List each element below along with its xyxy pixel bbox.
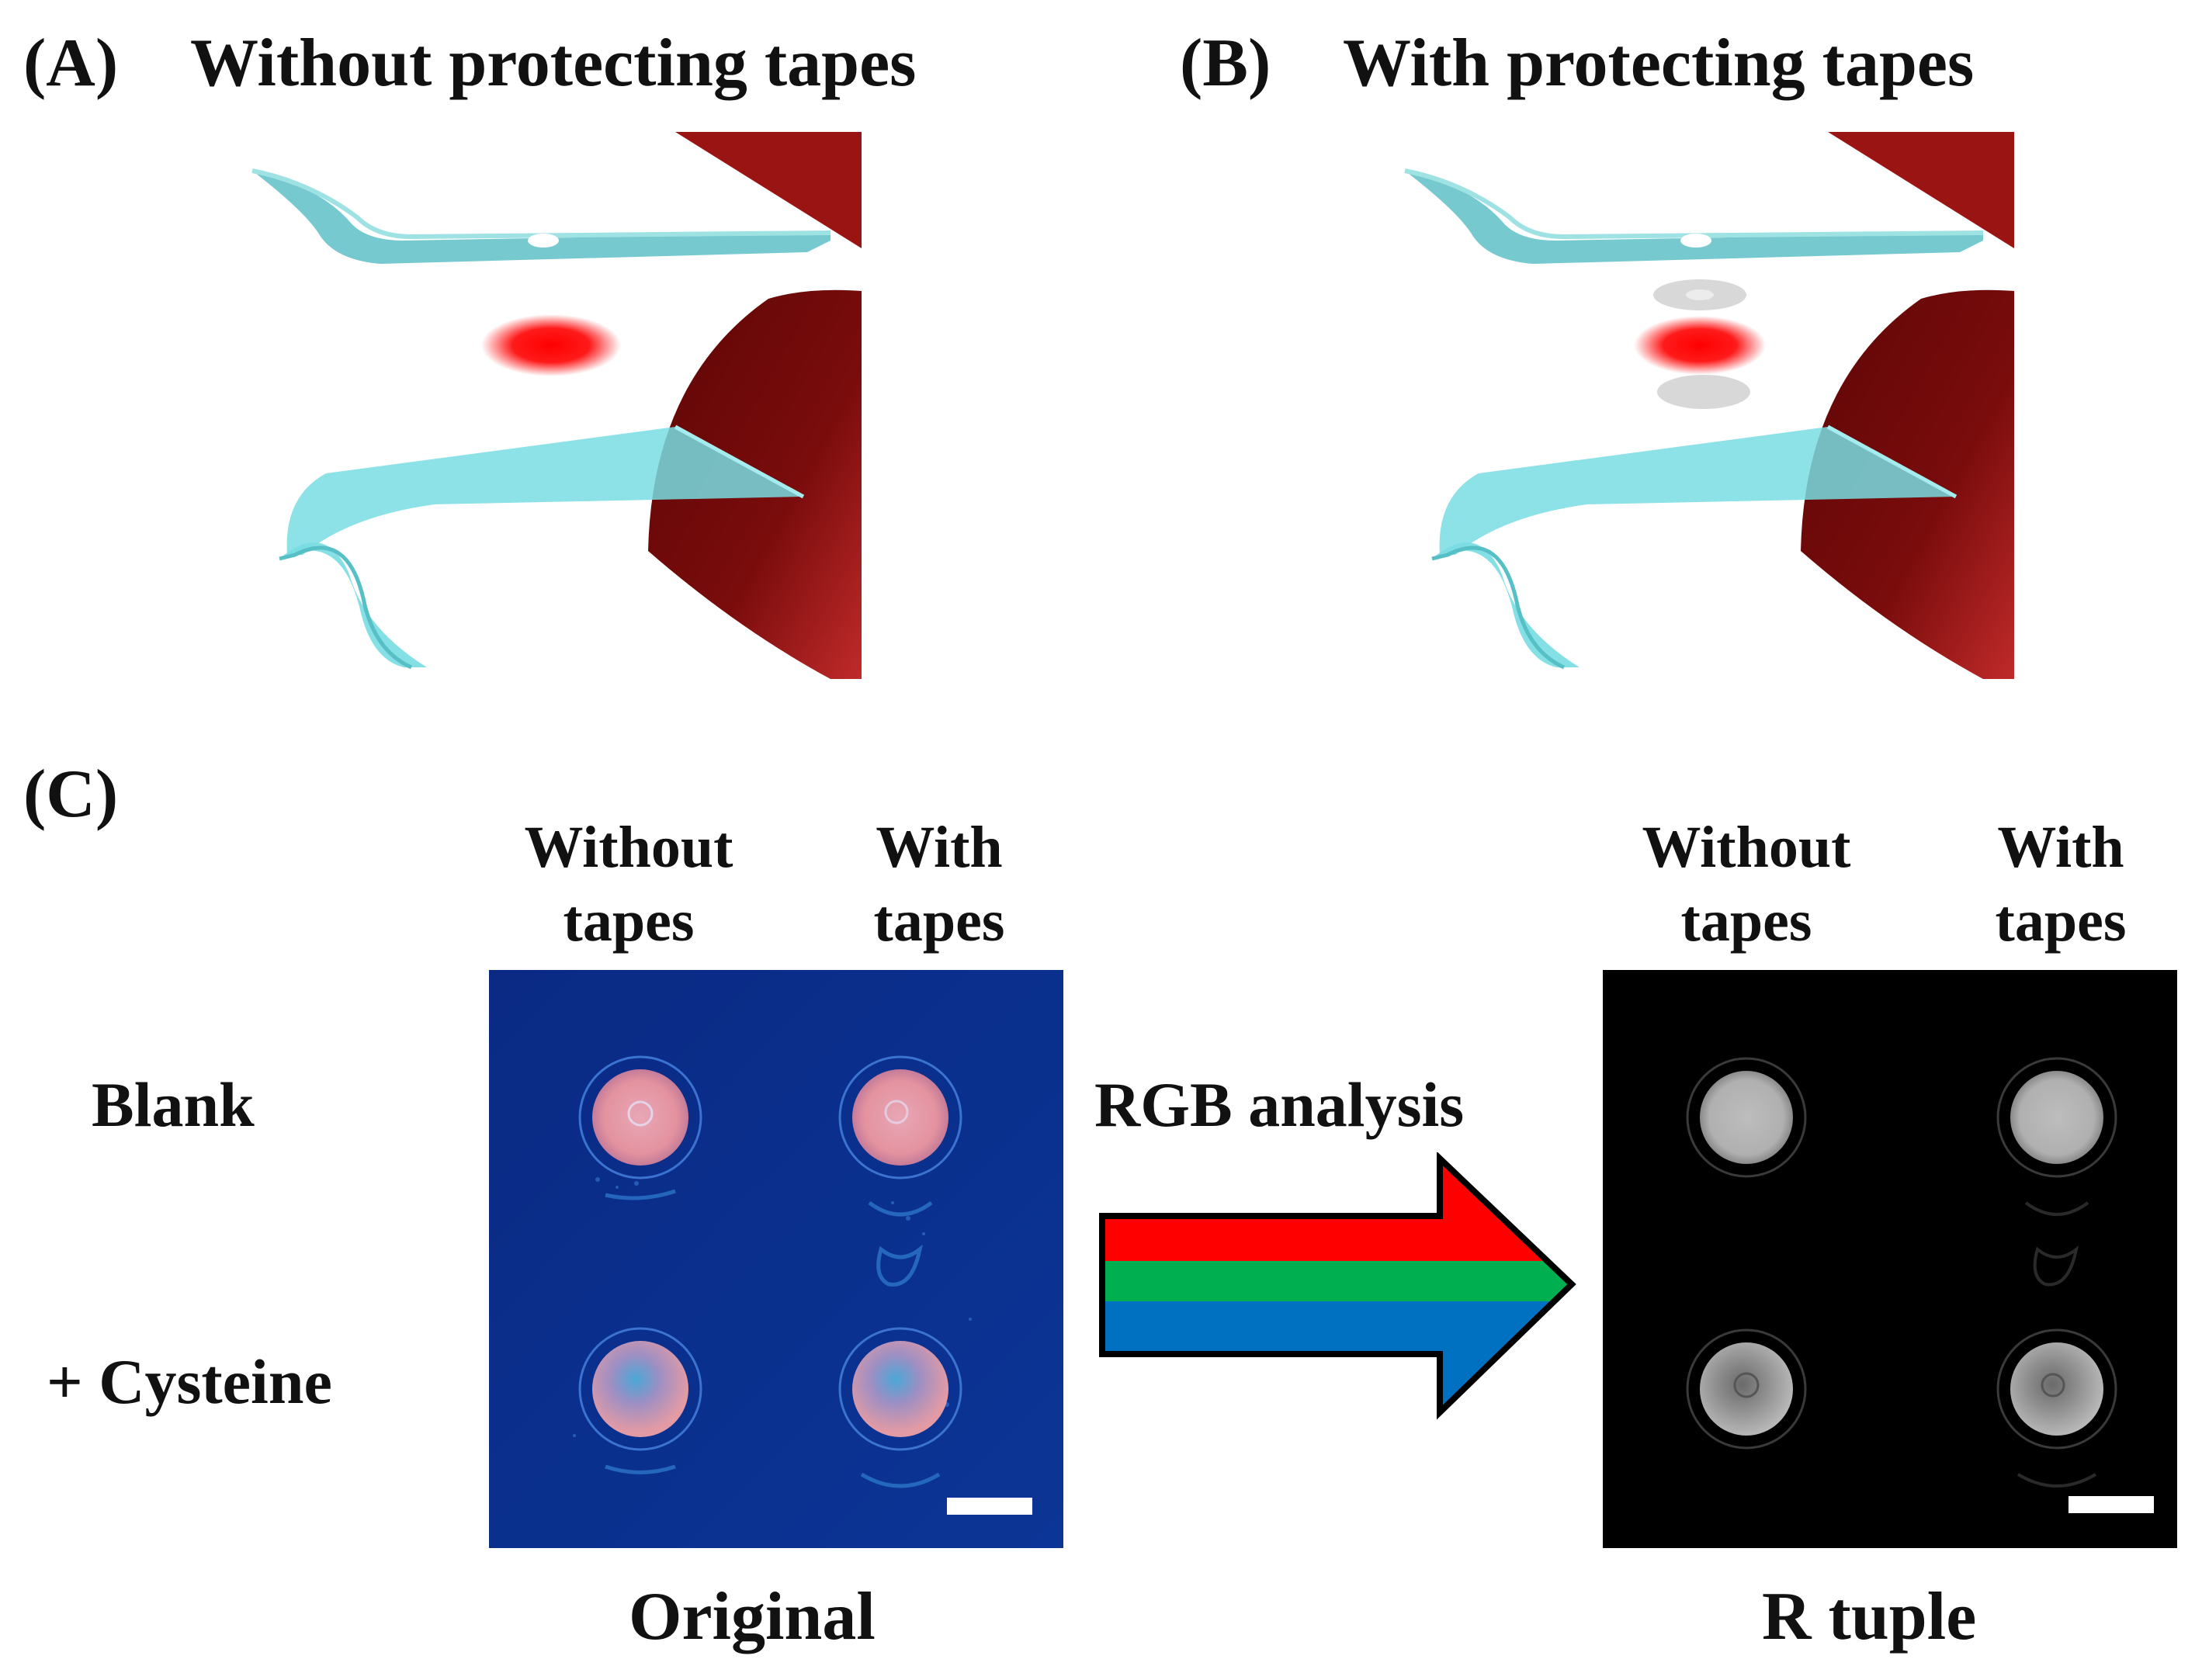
laser-spot [1634, 316, 1766, 375]
spot-blank-with [852, 1069, 948, 1166]
r-spot-cys-without [1700, 1342, 1793, 1436]
lower-tape [1439, 427, 1956, 555]
spot-cys-with [852, 1341, 948, 1437]
tape-hole [1680, 234, 1711, 248]
lower-tape [286, 427, 803, 555]
laser-spot [481, 314, 621, 376]
upper-tape [1405, 171, 1983, 264]
upper-holder [675, 132, 862, 248]
caption-r-tuple: R tuple [1762, 1579, 1977, 1654]
panel-c-letter: (C) [23, 757, 119, 832]
tape-hole [528, 234, 559, 248]
original-col-header-2: With tapes [873, 815, 1005, 954]
panel-a-illustration [251, 132, 862, 679]
r-spot-blank-with [2010, 1071, 2103, 1164]
panel-a-letter: (A) [23, 26, 119, 101]
scale-bar [2068, 1496, 2154, 1513]
arrow-label: RGB analysis [1094, 1069, 1465, 1140]
r-spot-cys-with [2010, 1342, 2103, 1436]
r-spot-blank-without [1700, 1071, 1793, 1164]
spot-blank-without [592, 1069, 688, 1166]
r-tuple-photo [1603, 970, 2177, 1548]
row-label-blank: Blank [92, 1069, 255, 1140]
panel-a-title: Without protecting tapes [190, 26, 917, 101]
caption-original: Original [629, 1579, 876, 1654]
lower-protect-tape [1657, 375, 1750, 409]
panel-b-title: With protecting tapes [1343, 26, 1975, 101]
original-col-header-1: Without tapes [524, 815, 733, 954]
row-label-cysteine: + Cysteine [47, 1346, 332, 1417]
r-tuple-col-header-1: Without tapes [1642, 815, 1851, 954]
original-photo [489, 970, 1063, 1548]
upper-holder [1828, 132, 2014, 248]
rgb-arrow [1099, 1152, 1576, 1420]
scale-bar [947, 1498, 1032, 1515]
panel-b-illustration [1404, 132, 2014, 679]
panel-b-letter: (B) [1180, 26, 1271, 101]
spot-cys-without [592, 1341, 688, 1437]
r-tuple-col-header-2: With tapes [1995, 815, 2127, 954]
upper-tape [252, 171, 831, 264]
